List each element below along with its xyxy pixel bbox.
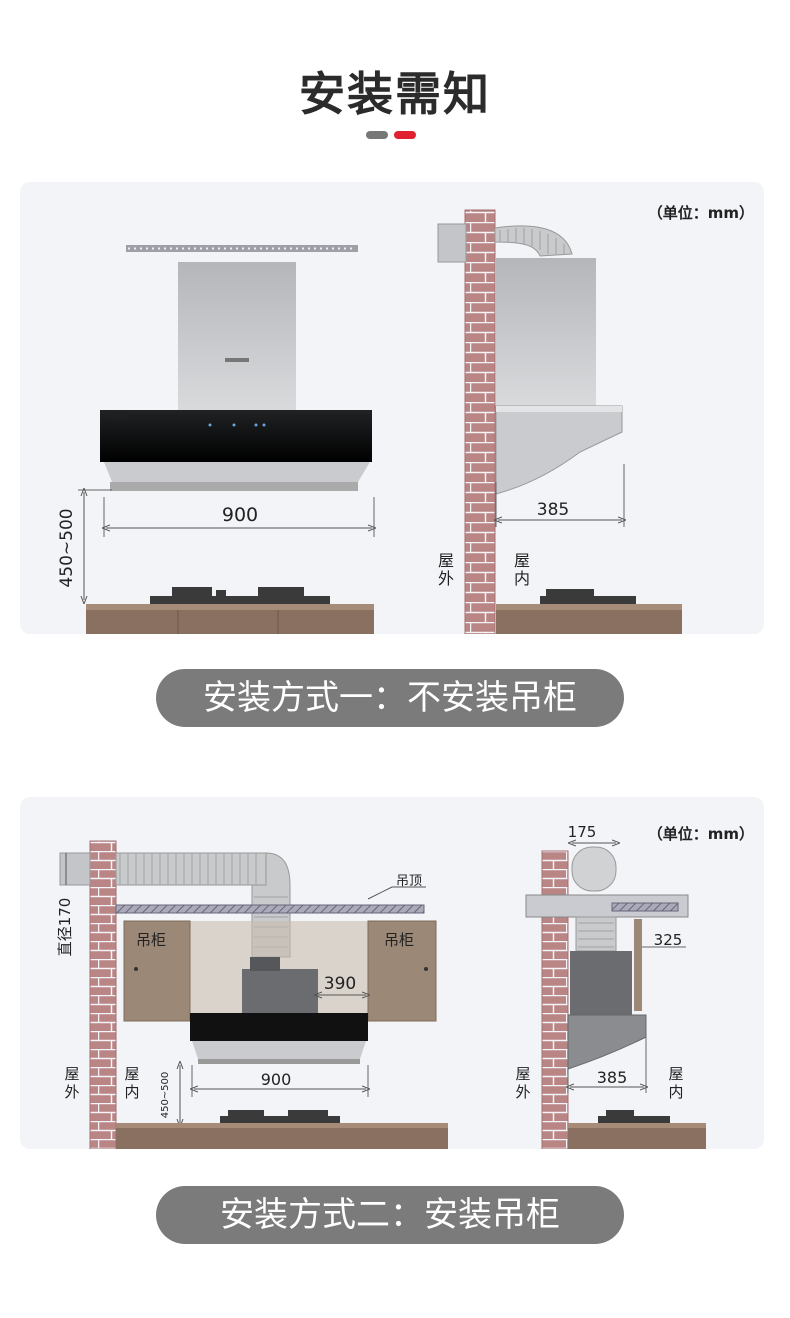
- ceiling-bar: [115, 904, 425, 914]
- ceiling-label: 吊顶: [396, 874, 422, 889]
- side-motor-housing: [570, 951, 632, 1015]
- diagram-2-svg: 直径170 吊顶 吊柜 吊柜 390 900 450~500 屋外: [56, 823, 754, 1149]
- depth-dimension-label-2: 385: [597, 1068, 628, 1087]
- install-diagram-1: DANA 900 450~500: [20, 182, 764, 634]
- gap-dimension-label: 390: [324, 974, 356, 994]
- cabinet-right-label: 吊柜: [384, 931, 414, 949]
- install-method-1-caption: 安装方式一：不安装吊柜: [156, 669, 624, 727]
- duct-vertical: [571, 846, 617, 892]
- cabinet-depth-label: 325: [654, 931, 683, 949]
- side-outside-label: 屋外: [515, 1065, 530, 1101]
- page-title: 安装需知: [299, 67, 491, 121]
- exhaust-duct: [437, 223, 573, 263]
- unit-note-2: （单位：mm）: [648, 825, 754, 843]
- gas-stove-2: [220, 1110, 340, 1123]
- width-dimension-label: 900: [222, 504, 258, 526]
- gas-stove-right: [540, 589, 636, 604]
- gas-stove-left: [150, 587, 330, 604]
- depth-dimension-label: 385: [537, 500, 569, 520]
- hood-front-2: [190, 1013, 368, 1041]
- outside-label-2: 屋外: [64, 1065, 79, 1101]
- wall-cabinet-left: [123, 920, 191, 1022]
- install-method-2-caption: 安装方式二：安装吊柜: [156, 1186, 624, 1244]
- gas-stove-3: [598, 1110, 670, 1123]
- wall-cabinet-right: [367, 920, 437, 1022]
- hood-glass-panel: [100, 410, 372, 462]
- duct-diameter-label: 直径170: [56, 898, 74, 957]
- brick-wall: [464, 209, 496, 634]
- unit-note-1: （单位：mm）: [648, 204, 754, 222]
- side-inside-label: 屋内: [668, 1065, 683, 1101]
- outside-label: 屋外: [438, 551, 454, 588]
- title-dash-red: [394, 131, 416, 139]
- side-cabinet: [634, 919, 642, 1011]
- height-dimension-label: 450~500: [57, 508, 77, 587]
- side-hood-chimney: [496, 258, 596, 406]
- inside-label-2: 屋内: [124, 1065, 139, 1101]
- title-dash-gray: [366, 131, 388, 139]
- duct-width-label: 175: [568, 823, 597, 841]
- motor-housing: [242, 969, 318, 1015]
- hood-brand-text: DANA: [106, 413, 126, 421]
- brick-wall-left: [89, 840, 117, 1149]
- cabinet-left-label: 吊柜: [136, 931, 166, 949]
- inside-label: 屋内: [514, 551, 530, 588]
- width-dimension-label-2: 900: [261, 1070, 292, 1089]
- install-diagram-2: 直径170 吊顶 吊柜 吊柜 390 900 450~500 屋外: [20, 797, 764, 1149]
- hood-chimney: [178, 262, 296, 410]
- diagram-1-svg: DANA 900 450~500: [57, 204, 754, 634]
- height-dimension-label-2: 450~500: [160, 1072, 171, 1119]
